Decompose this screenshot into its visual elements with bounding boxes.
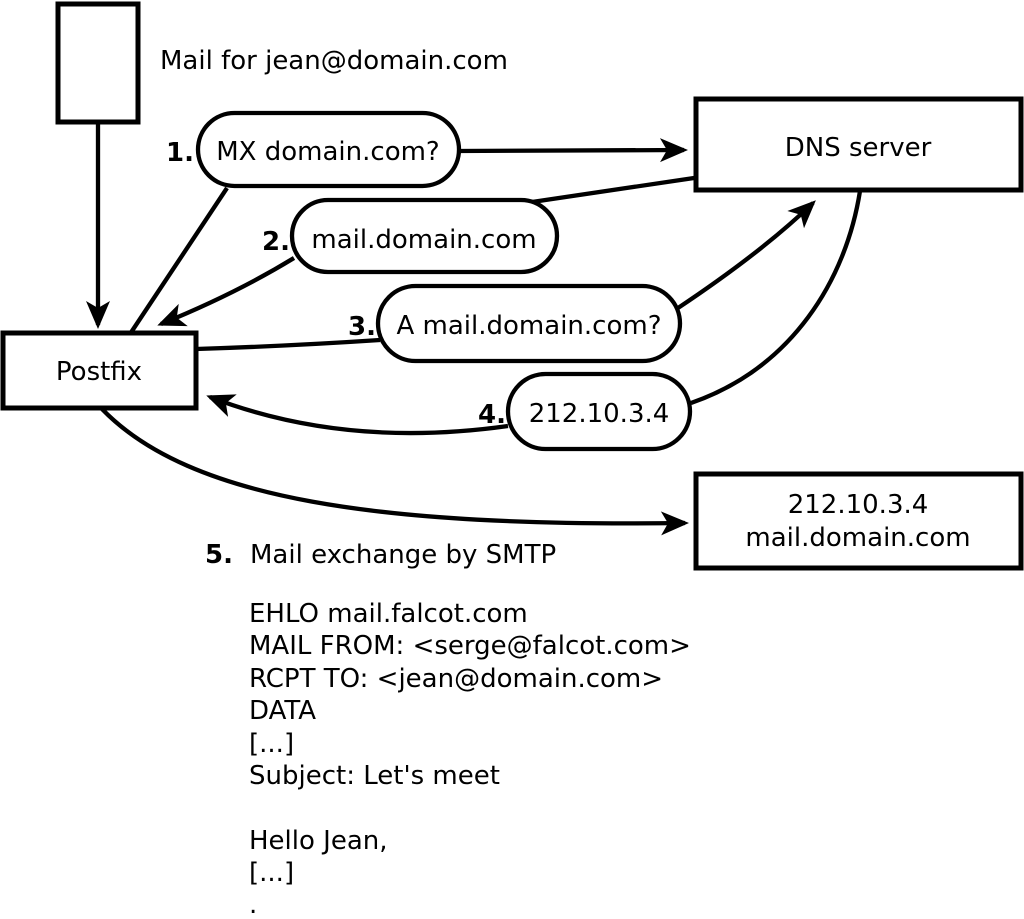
link-dns-to-response2 <box>531 175 695 205</box>
step-number-2: 2. <box>262 227 290 257</box>
step-number-1: 1. <box>166 138 194 168</box>
response-pill-4: 212.10.3.4 <box>505 371 693 452</box>
step-number-4: 4. <box>478 400 506 430</box>
response-pill-2-shape <box>289 197 560 275</box>
response-pill-2-label: mail.domain.com <box>311 225 536 255</box>
smtp-line: [...] <box>249 858 294 888</box>
mail-server-ip-label: 212.10.3.4 <box>788 490 929 520</box>
link-postfix-to-query3 <box>195 337 381 352</box>
postfix-node-label: Postfix <box>56 357 142 387</box>
dns-server-node: DNS server <box>693 96 1024 193</box>
smtp-line: [...] <box>249 729 294 759</box>
query-pill-3: A mail.domain.com? <box>375 283 683 364</box>
arrow-response2-to-postfix <box>157 256 296 327</box>
response-pill-4-shape <box>505 371 693 452</box>
query-pill-1-label: MX domain.com? <box>216 137 439 167</box>
dns-server-node-box <box>693 96 1024 193</box>
mail-server-node-box <box>693 471 1024 571</box>
query-pill-3-shape <box>375 283 683 364</box>
smtp-line: DATA <box>249 696 316 726</box>
link-dns-to-response4 <box>690 190 863 406</box>
arrow-response4-to-postfix <box>206 394 509 436</box>
query-pill-1: MX domain.com? <box>195 110 462 189</box>
step-number-3: 3. <box>348 312 376 342</box>
mail-message-icon <box>55 1 141 125</box>
smtp-line: Hello Jean, <box>249 826 388 856</box>
smtp-line: Subject: Let's meet <box>249 761 500 791</box>
dns-server-node-label: DNS server <box>785 133 932 163</box>
arrow-query3-to-dns <box>676 200 816 310</box>
step-5-label: Mail exchange by SMTP <box>250 540 556 570</box>
smtp-session-block: EHLO mail.falcot.com MAIL FROM: <serge@f… <box>249 599 691 919</box>
mail-server-node: 212.10.3.4 mail.domain.com <box>693 471 1024 571</box>
response-pill-2: mail.domain.com <box>289 197 560 275</box>
arrow-postfix-to-mailserver <box>100 407 689 536</box>
query-pill-1-shape <box>195 110 462 189</box>
mail-server-hostname-label: mail.domain.com <box>745 523 970 553</box>
postfix-node: Postfix <box>0 330 199 411</box>
step-number-5: 5. <box>205 540 233 570</box>
smtp-line: . <box>249 890 257 919</box>
response-pill-4-label: 212.10.3.4 <box>529 399 670 429</box>
smtp-line: RCPT TO: <jean@domain.com> <box>249 664 663 694</box>
smtp-line: EHLO mail.falcot.com <box>249 599 528 629</box>
sender-caption: Mail for jean@domain.com <box>160 46 508 76</box>
smtp-line: MAIL FROM: <serge@falcot.com> <box>249 631 691 661</box>
arrow-query1-to-dns <box>457 138 688 163</box>
postfix-node-box <box>0 330 199 411</box>
link-postfix-to-query1 <box>128 186 229 336</box>
query-pill-3-label: A mail.domain.com? <box>397 311 662 341</box>
step-5-caption: 5. Mail exchange by SMTP <box>205 540 556 570</box>
